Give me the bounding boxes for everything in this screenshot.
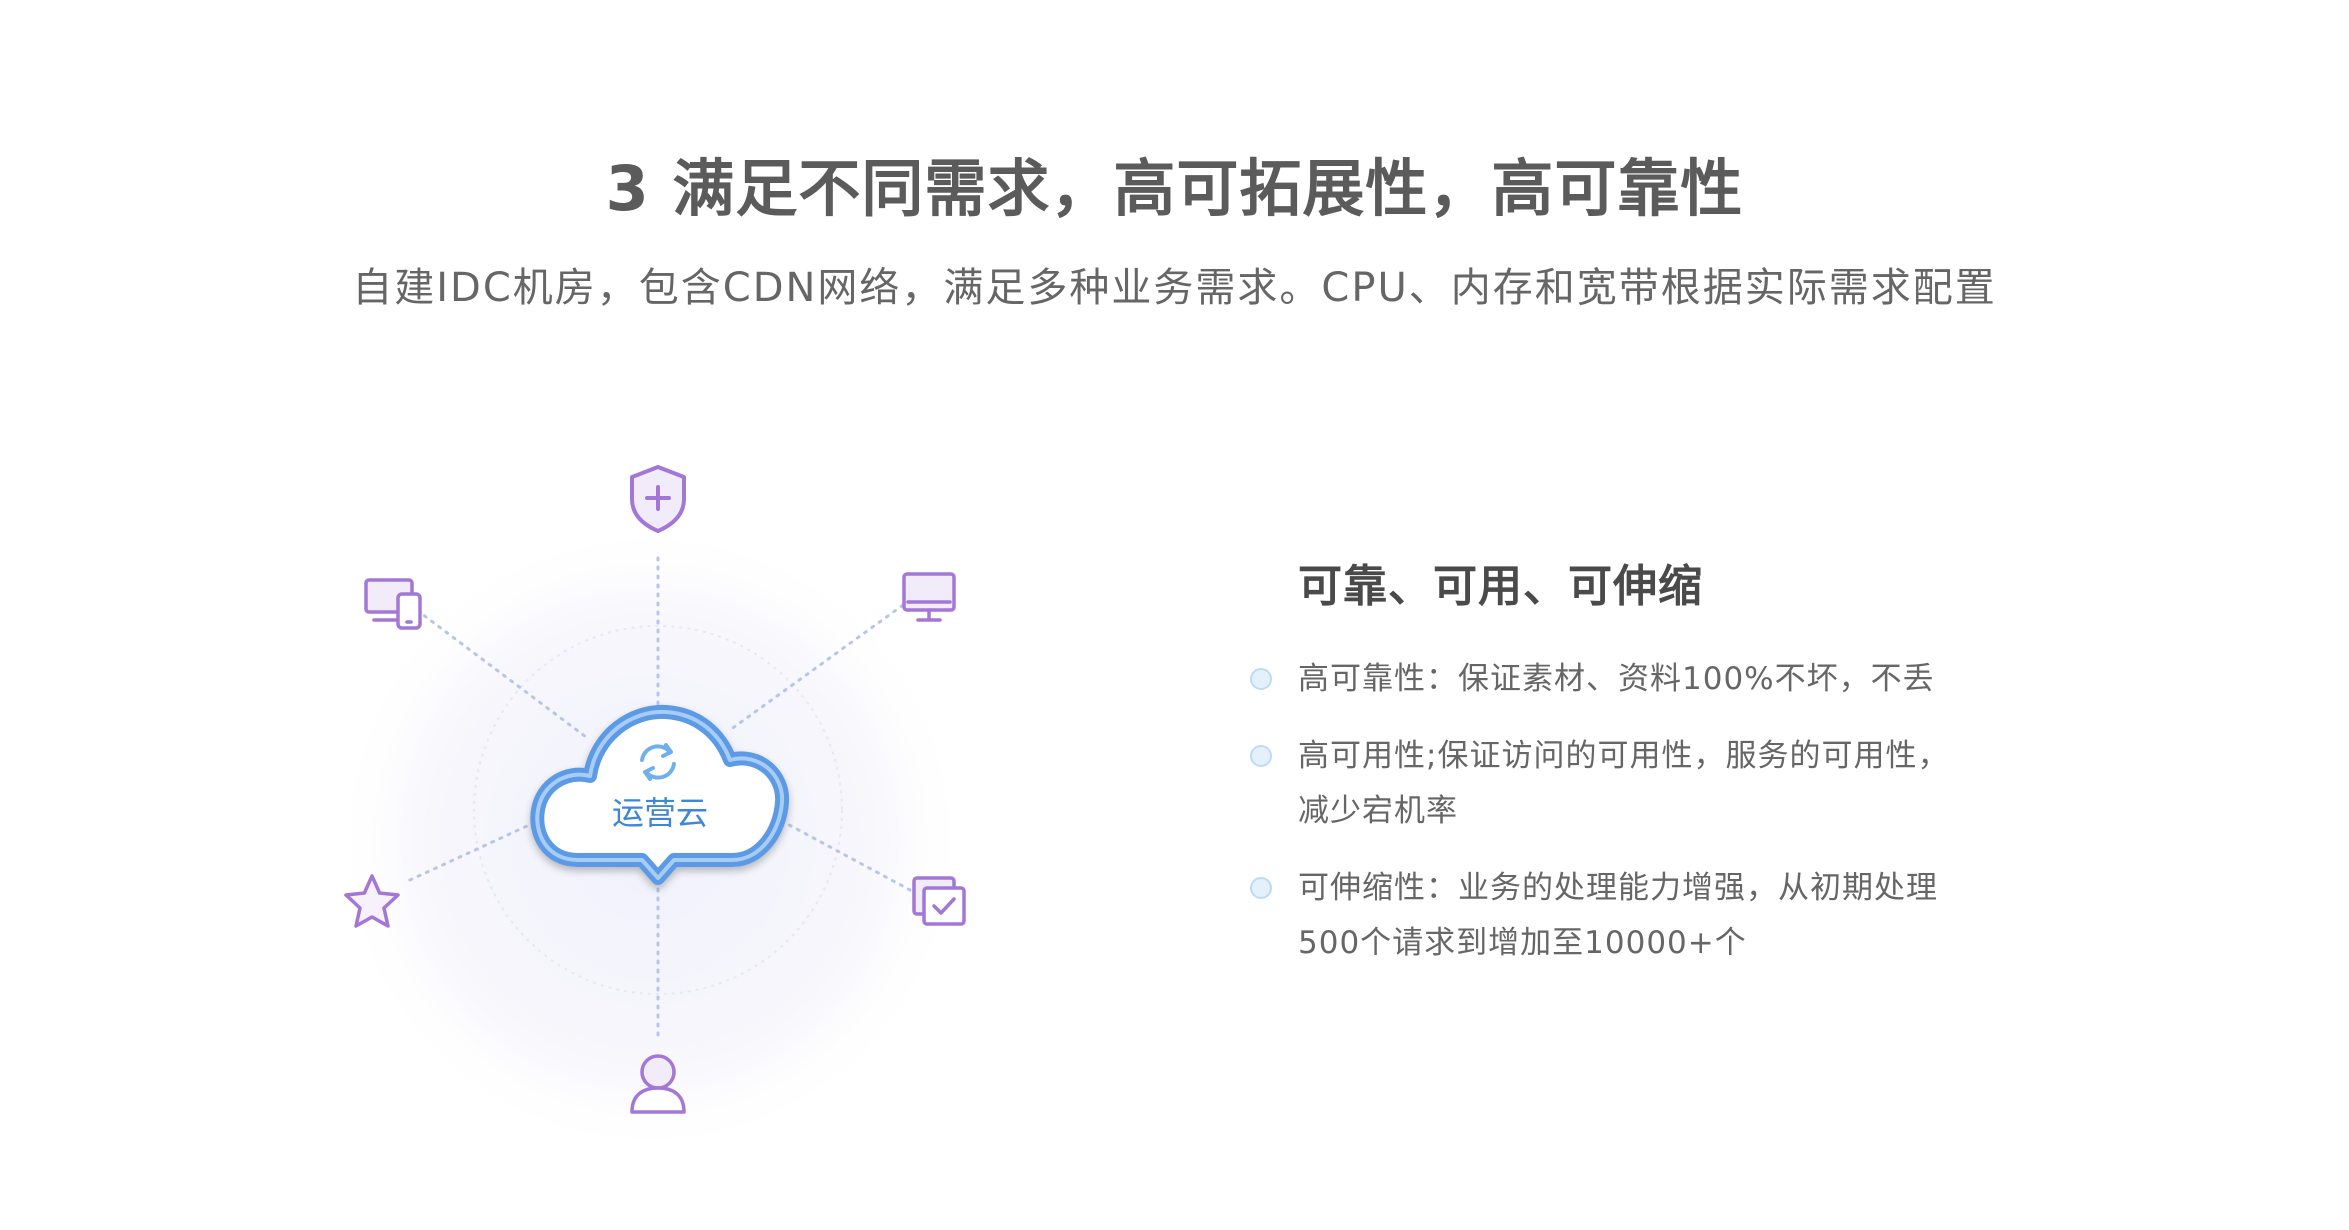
features-panel: 可靠、可用、可伸缩 高可靠性：保证素材、资料100%不坏，不丢 高可用性;保证访…: [1240, 550, 2240, 993]
monitor-icon: [902, 572, 956, 622]
cloud-diagram-svg: [330, 465, 970, 1160]
shield-plus-icon: [630, 465, 686, 533]
cloud-diagram: 运营云: [300, 440, 1000, 1230]
feature-text: 可伸缩性：业务的处理能力增强，从初期处理: [1298, 870, 1938, 906]
feature-item-scalability: 可伸缩性：业务的处理能力增强，从初期处理 500个请求到增加至10000+个: [1240, 861, 2240, 971]
feature-item-reliability: 高可靠性：保证素材、资料100%不坏，不丢: [1240, 652, 2240, 707]
feature-text: 高可用性;保证访问的可用性，服务的可用性，: [1298, 738, 1950, 774]
feature-text-continued: 减少宕机率: [1298, 793, 1458, 829]
section-subheading: 自建IDC机房，包含CDN网络，满足多种业务需求。CPU、内存和宽带根据实际需求…: [352, 265, 1997, 311]
bullet-dot: [1250, 668, 1272, 690]
user-icon: [630, 1054, 686, 1114]
cloud-shape: [530, 704, 790, 885]
background-ring: [473, 625, 843, 995]
bullet-dot: [1250, 745, 1272, 767]
features-title: 可靠、可用、可伸缩: [1298, 561, 1703, 612]
cloud-label: 运营云: [611, 794, 708, 832]
checklist-icon: [912, 876, 966, 926]
feature-text: 高可靠性：保证素材、资料100%不坏，不丢: [1298, 661, 1935, 697]
feature-list: 高可靠性：保证素材、资料100%不坏，不丢 高可用性;保证访问的可用性，服务的可…: [1240, 652, 2240, 971]
bullet-dot: [1250, 877, 1272, 899]
section-heading: 3 满足不同需求，高可拓展性，高可靠性: [605, 152, 1744, 225]
refresh-icon: [640, 743, 676, 781]
connection-lines: [408, 556, 912, 1042]
feature-text-continued: 500个请求到增加至10000+个: [1298, 925, 1747, 961]
star-icon: [344, 874, 400, 928]
devices-icon: [364, 578, 422, 630]
feature-item-availability: 高可用性;保证访问的可用性，服务的可用性， 减少宕机率: [1240, 729, 2240, 839]
